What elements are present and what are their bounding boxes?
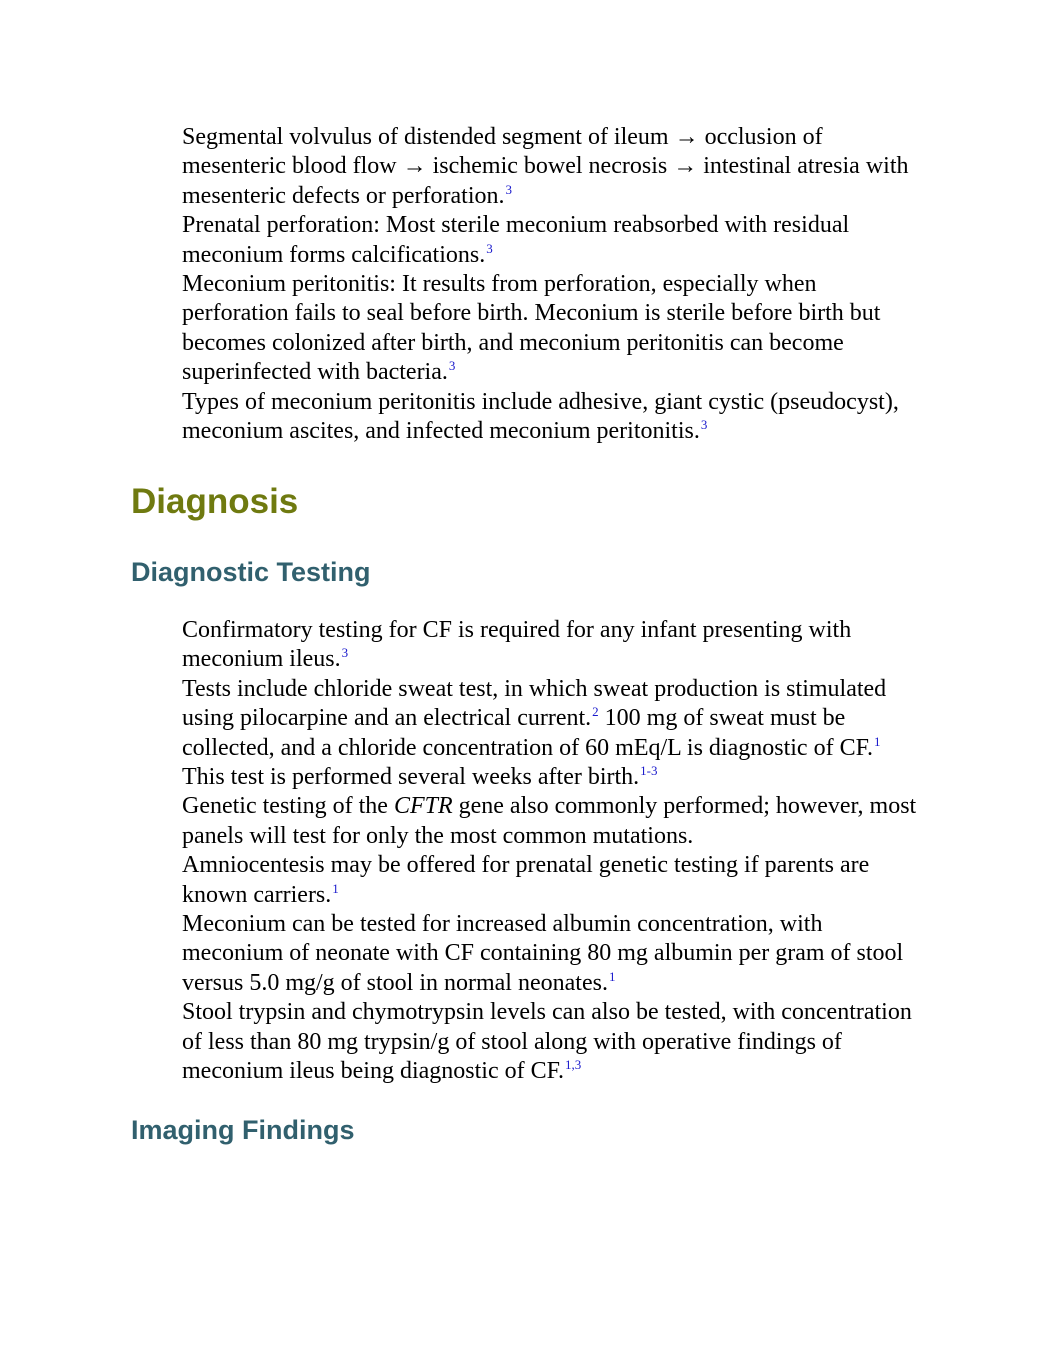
paragraph-text: Meconium peritonitis: It results from pe… [182,271,881,386]
reference-link[interactable]: 1-3 [640,763,658,779]
paragraph-genetic-testing: Genetic testing of the CFTR gene also co… [182,792,922,851]
paragraph-confirmatory-testing: Confirmatory testing for CF is required … [182,616,922,675]
reference-link[interactable]: 3 [448,358,456,374]
diagnostic-testing-heading: Diagnostic Testing [131,557,371,587]
paragraph-meconium-peritonitis: Meconium peritonitis: It results from pe… [182,270,922,388]
reference-link[interactable]: 1 [874,733,881,749]
reference-link[interactable]: 3 [505,181,513,197]
paragraph-prenatal-perforation: Prenatal perforation: Most sterile mecon… [182,211,922,270]
reference-link[interactable]: 3 [341,645,349,661]
diagnostic-testing-text-block: Confirmatory testing for CF is required … [182,616,922,1087]
paragraph-peritonitis-types: Types of meconium peritonitis include ad… [182,388,922,447]
paragraph-sweat-test: Tests include chloride sweat test, in wh… [182,675,922,793]
paragraph-text: Amniocentesis may be offered for prenata… [182,852,870,908]
paragraph-text: Types of meconium peritonitis include ad… [182,388,899,445]
paragraph-text: Genetic testing of the [182,793,394,820]
reference-link[interactable]: 1 [332,880,339,896]
paragraph-albumin-test: Meconium can be tested for increased alb… [182,910,922,998]
paragraph-text: 100 mg of sweat must be collected, and a… [182,705,873,761]
paragraph-text: Segmental volvulus of distended segment … [182,124,909,209]
imaging-findings-heading: Imaging Findings [131,1115,355,1145]
paragraph-text: Tests include chloride sweat test, in wh… [182,675,887,732]
reference-link[interactable]: 3 [486,240,493,256]
reference-link[interactable]: 1,3 [565,1057,582,1073]
gene-name: CFTR [393,793,453,820]
reference-link[interactable]: 2 [592,704,599,720]
paragraph-text: This test is performed several weeks aft… [182,764,640,791]
pathophysiology-text-block: Segmental volvulus of distended segment … [182,123,922,446]
paragraph-text: gene also commonly performed; however, m… [182,793,917,849]
diagnosis-heading: Diagnosis [131,482,299,521]
paragraph-text: Meconium can be tested for increased alb… [182,911,904,996]
paragraph-text: Confirmatory testing for CF is required … [182,617,852,673]
paragraph-trypsin-test: Stool trypsin and chymotrypsin levels ca… [182,998,922,1086]
reference-link[interactable]: 1 [608,968,616,984]
paragraph-text: Stool trypsin and chymotrypsin levels ca… [182,999,912,1085]
reference-link[interactable]: 3 [700,417,708,433]
paragraph-text: Prenatal perforation: Most sterile mecon… [182,212,850,268]
paragraph-amniocentesis: Amniocentesis may be offered for prenata… [182,851,922,910]
paragraph-segmental-volvulus: Segmental volvulus of distended segment … [182,123,922,211]
